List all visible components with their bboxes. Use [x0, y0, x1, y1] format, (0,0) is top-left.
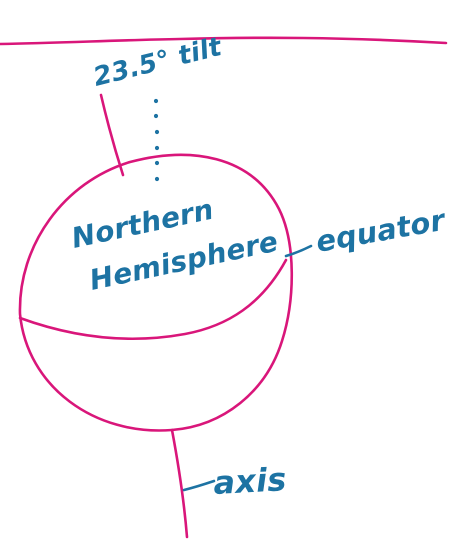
sphere-outline: [18, 153, 294, 432]
equator-pointer: [284, 244, 313, 258]
upper-axis-line: [99, 93, 125, 177]
dot-3: [154, 129, 160, 135]
axis-label: axis: [212, 460, 287, 502]
dot-5: [154, 160, 160, 166]
orbital-plane-line: [0, 36, 448, 46]
dot-1: [153, 98, 159, 104]
dot-4: [154, 145, 160, 151]
equator-line: [18, 258, 288, 340]
lower-axis-line: [170, 428, 189, 539]
dot-6: [154, 176, 160, 182]
dot-2: [153, 113, 159, 119]
axis-pointer: [182, 479, 216, 492]
equator-label: equator: [313, 203, 449, 259]
